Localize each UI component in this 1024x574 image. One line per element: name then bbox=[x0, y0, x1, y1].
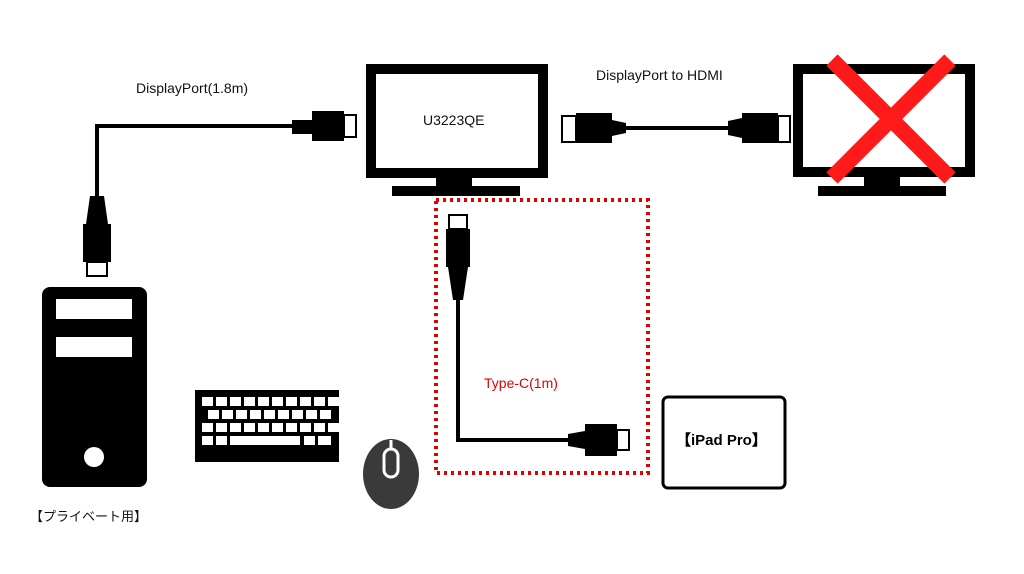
keyboard-key bbox=[314, 397, 325, 406]
keyboard-key bbox=[272, 397, 283, 406]
typec-connector-ipad bbox=[568, 424, 630, 456]
keyboard-key bbox=[208, 410, 219, 419]
keyboard-key bbox=[244, 397, 255, 406]
keyboard-key bbox=[314, 423, 325, 432]
keyboard-key bbox=[300, 397, 311, 406]
keyboard-key bbox=[216, 397, 227, 406]
pc-label: 【プライベート用】 bbox=[30, 509, 148, 524]
keyboard-key bbox=[202, 423, 213, 432]
keyboard-key bbox=[292, 410, 303, 419]
dp-hdmi-label: DisplayPort to HDMI bbox=[596, 67, 723, 83]
dp-hdmi-connector-right bbox=[728, 113, 791, 143]
keyboard-key bbox=[230, 436, 300, 445]
keyboard-key bbox=[258, 397, 269, 406]
keyboard-icon bbox=[195, 390, 339, 462]
keyboard-key bbox=[328, 423, 339, 432]
ipad-label: 【iPad Pro】 bbox=[676, 432, 767, 449]
keyboard-key bbox=[216, 436, 227, 445]
dp-connector-monitor bbox=[292, 111, 357, 141]
keyboard-key bbox=[300, 423, 311, 432]
typec-connector-monitor bbox=[446, 214, 470, 300]
keyboard-key bbox=[230, 423, 241, 432]
keyboard-key bbox=[328, 397, 339, 406]
dp-hdmi-connector-left bbox=[561, 113, 626, 143]
keyboard-key bbox=[230, 397, 241, 406]
typec-highlight-box bbox=[434, 198, 650, 475]
typec-cable bbox=[456, 300, 570, 442]
keyboard-key bbox=[306, 410, 317, 419]
keyboard-key bbox=[278, 410, 289, 419]
dp-cable bbox=[95, 124, 292, 196]
keyboard-key bbox=[236, 410, 247, 419]
dp-cable-label: DisplayPort(1.8m) bbox=[136, 80, 249, 96]
main-monitor-icon bbox=[366, 64, 548, 196]
keyboard-key bbox=[202, 397, 213, 406]
keyboard-key bbox=[250, 410, 261, 419]
keyboard-key bbox=[320, 410, 331, 419]
monitor-model-label: U3223QE bbox=[423, 112, 485, 128]
keyboard-key bbox=[318, 436, 331, 445]
cross-icon bbox=[826, 54, 956, 184]
keyboard-key bbox=[222, 410, 233, 419]
keyboard-key bbox=[304, 436, 315, 445]
keyboard-key bbox=[244, 423, 255, 432]
keyboard-key bbox=[286, 423, 297, 432]
keyboard-key bbox=[216, 423, 227, 432]
keyboard-key bbox=[286, 397, 297, 406]
tablet-icon bbox=[661, 395, 787, 490]
desktop-tower-icon bbox=[42, 287, 147, 487]
dp-connector-pc bbox=[83, 196, 111, 277]
typec-label: Type-C(1m) bbox=[484, 375, 558, 391]
mouse-icon bbox=[363, 439, 419, 509]
keyboard-key bbox=[264, 410, 275, 419]
keyboard-key bbox=[272, 423, 283, 432]
keyboard-key bbox=[258, 423, 269, 432]
keyboard-key bbox=[202, 436, 213, 445]
